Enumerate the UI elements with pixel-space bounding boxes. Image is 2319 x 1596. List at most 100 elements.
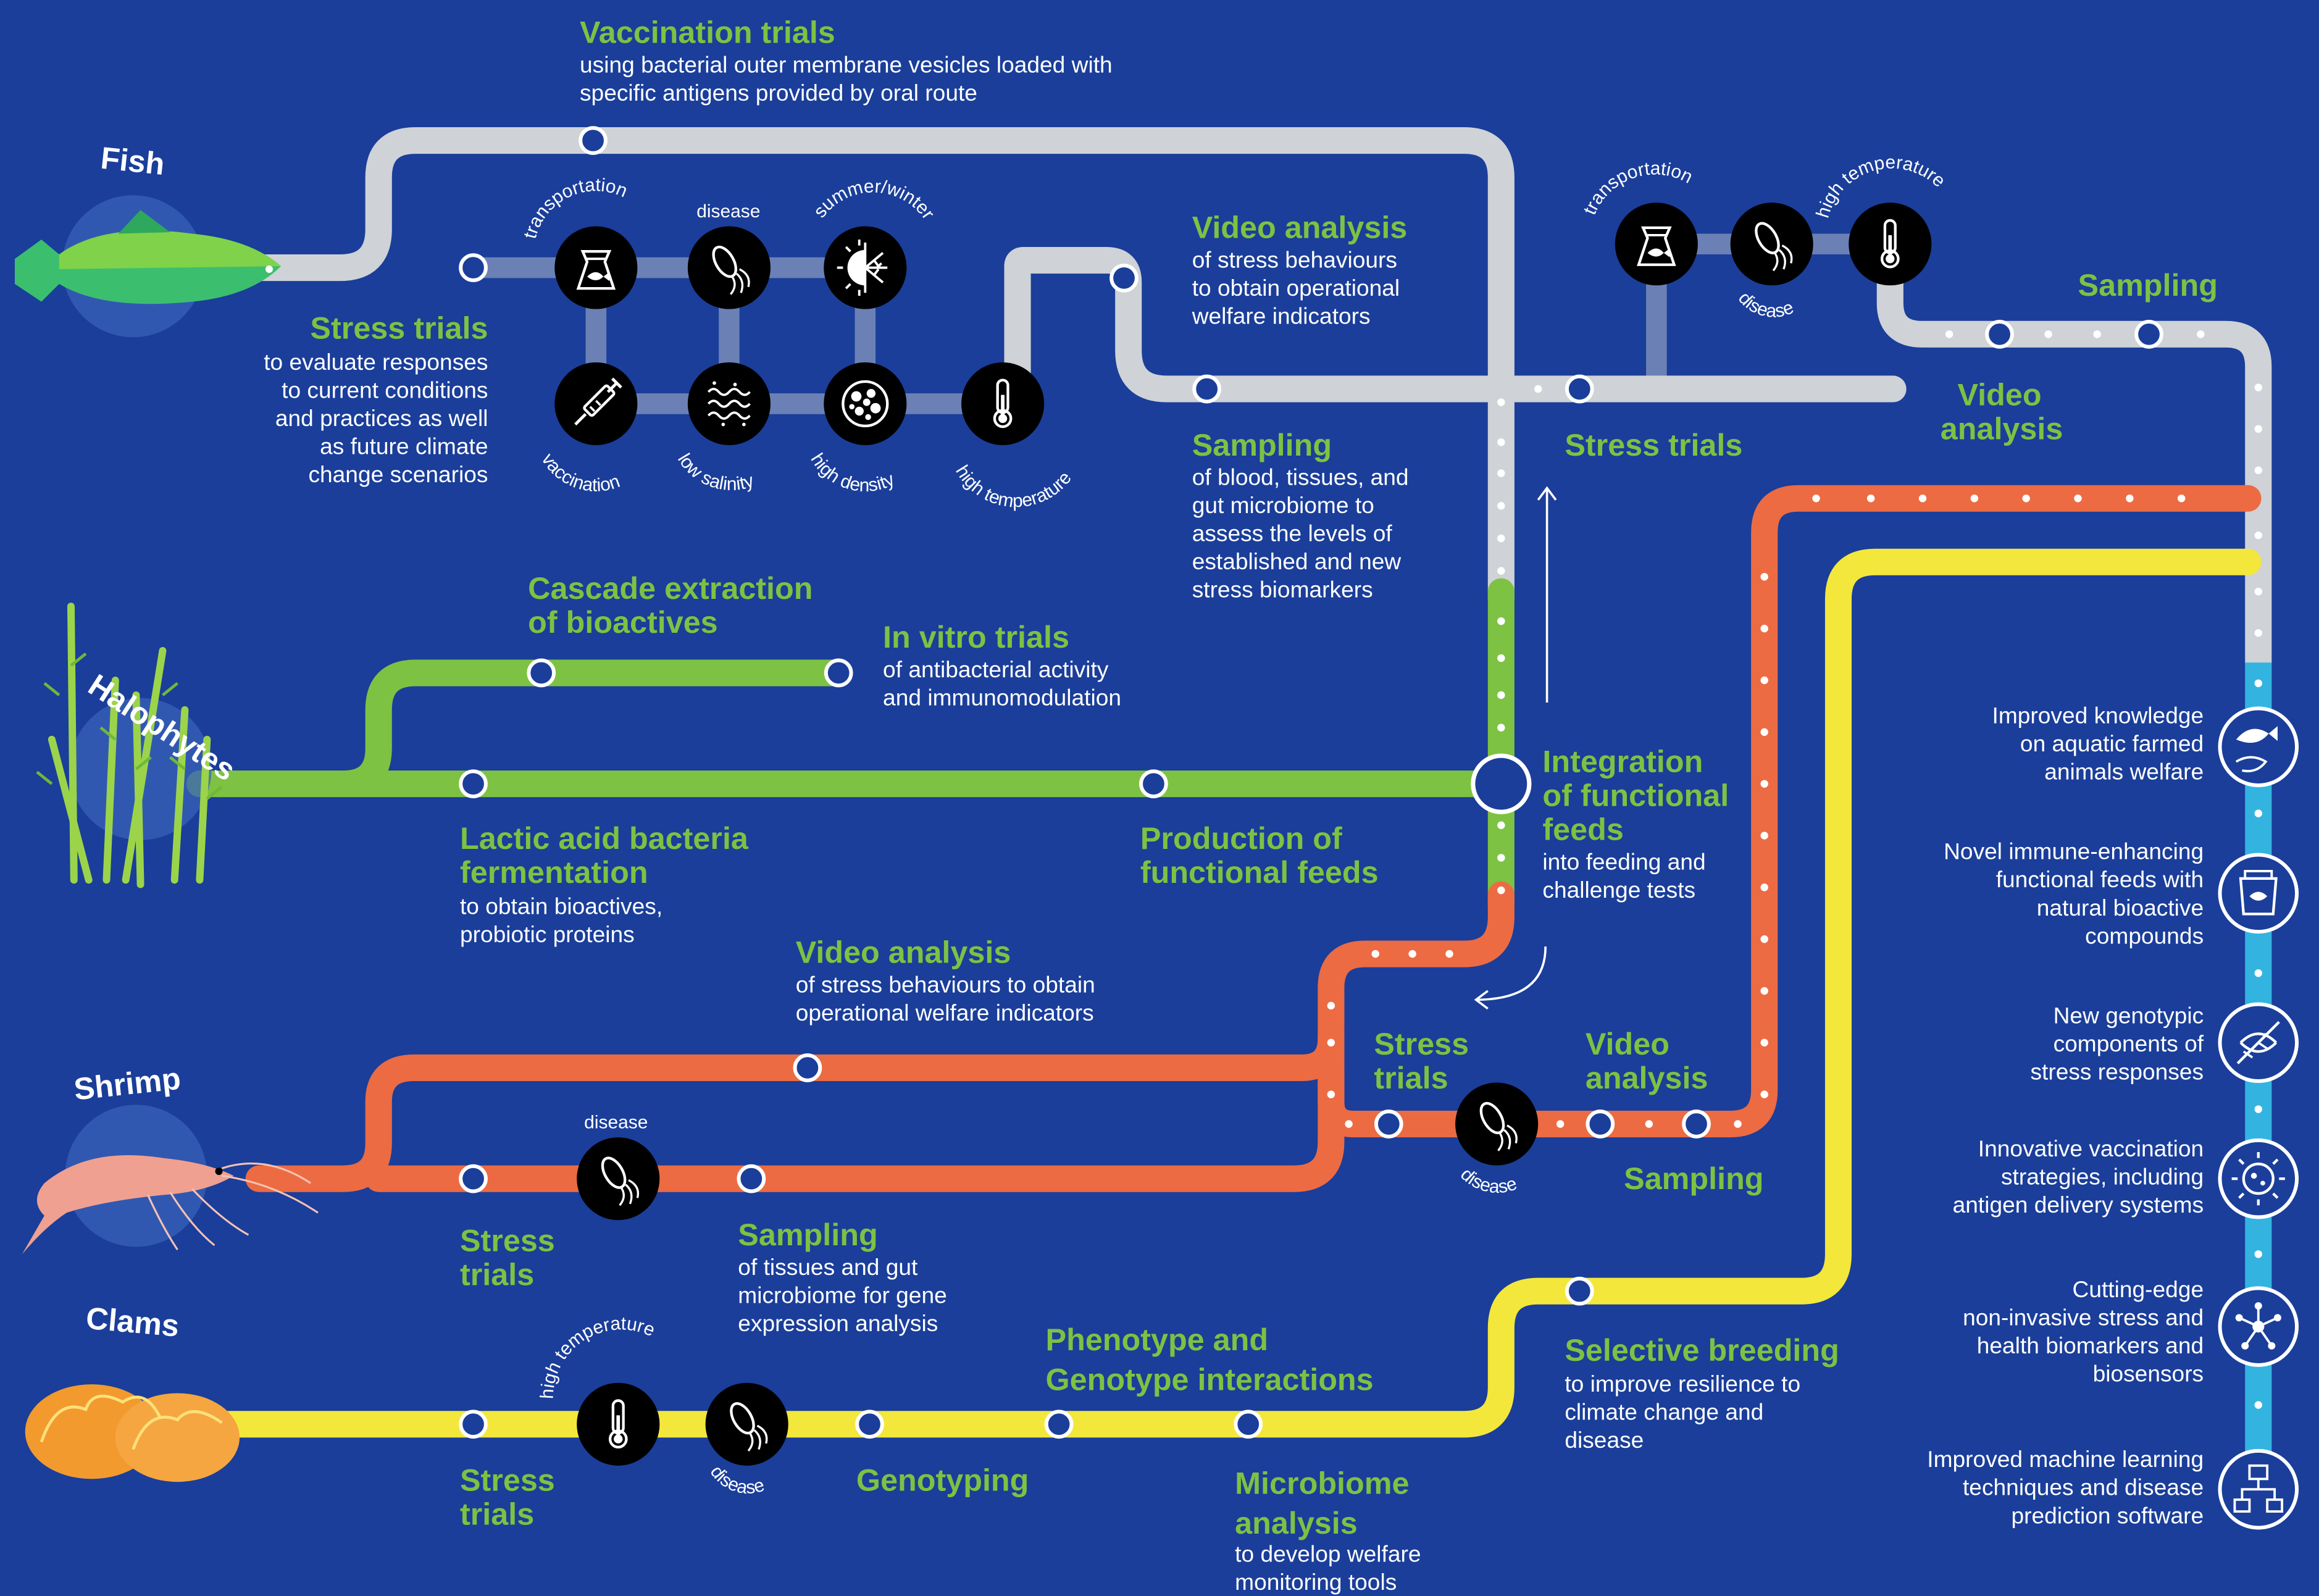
outcome-line: on aquatic farmed: [2020, 732, 2204, 758]
fish-sampling-desc: of blood, tissues, and gut microbiome to…: [1192, 464, 1409, 605]
desc-line: of blood, tissues, and: [1192, 466, 1409, 491]
clams-illustration: [25, 1384, 240, 1482]
fish-video-desc: of stress behaviours to obtain operation…: [1192, 247, 1400, 332]
desc-line: specific antigens provided by oral route: [579, 81, 977, 107]
disease-icon: [705, 1382, 788, 1466]
outcome-line: Innovative vaccination: [1978, 1137, 2204, 1163]
shrimp-illustration: [22, 1105, 319, 1255]
desc-line: established and new: [1192, 550, 1402, 575]
desc-line: to evaluate responses: [264, 350, 488, 376]
title-line: Integration: [1542, 745, 1703, 780]
stations: [459, 126, 2163, 1439]
outcome-line: non-invasive stress and: [1963, 1306, 2204, 1331]
high-temperature-icon: [1849, 203, 1932, 286]
desc-line: climate change and: [1565, 1400, 1764, 1426]
disease-icon: [687, 226, 771, 309]
desc-line: as future climate: [320, 435, 488, 460]
high-temperature-icon: [577, 1382, 660, 1466]
outcome-line: health biomarkers and: [1976, 1334, 2204, 1360]
title-line: of bioactives: [528, 606, 718, 641]
production-title: Production of functional feeds: [1140, 822, 1379, 890]
svg-text:disease: disease: [1734, 288, 1797, 322]
desc-line: and practices as well: [275, 406, 488, 432]
title-line: fermentation: [459, 856, 648, 891]
shrimp-sampling-desc: of tissues and gut microbiome for gene e…: [738, 1254, 946, 1339]
fish-vaccination-title: Vaccination trials: [579, 16, 835, 51]
fish-vaccination-desc: using bacterial outer membrane vesicles …: [580, 52, 1113, 108]
label-disease-3: disease: [584, 1113, 648, 1133]
vaccination-icon: [554, 362, 638, 446]
fish-illustration: [14, 195, 282, 338]
virus-icon: [2218, 1138, 2299, 1219]
high-density-icon: [824, 362, 907, 446]
title-line: analysis: [1940, 412, 2063, 447]
svg-text:summer/winter: summer/winter: [809, 176, 938, 223]
label-high-density: high density: [806, 450, 897, 496]
svg-text:disease: disease: [1456, 1164, 1519, 1197]
label-vaccination: vaccination: [538, 450, 623, 496]
shrimp-stress-title: Stress trials: [460, 1224, 555, 1292]
feed-bag-icon: [2218, 853, 2299, 934]
fish-stress2-title: Stress trials: [1565, 428, 1743, 463]
halophyte-line: [186, 578, 1515, 919]
desc-line: of antibacterial activity: [883, 658, 1109, 683]
microbiome-title: Microbiome analysis: [1235, 1464, 1409, 1544]
invitro-desc: of antibacterial activity and immunomodu…: [883, 657, 1121, 713]
outcome-line: compounds: [2085, 924, 2204, 950]
biomarker-icon: [2218, 1286, 2299, 1367]
desc-line: assess the levels of: [1192, 522, 1392, 548]
svg-text:high density: high density: [806, 450, 897, 496]
desc-line: disease: [1565, 1428, 1644, 1454]
desc-line: to improve resilience to: [1565, 1372, 1801, 1398]
svg-text:low salinity: low salinity: [674, 450, 756, 495]
high-temperature-icon: [961, 362, 1045, 446]
title-line: Genotype interactions: [1045, 1363, 1374, 1398]
fish-stress-desc: to evaluate responses to current conditi…: [148, 349, 488, 490]
integration-desc: into feeding and challenge tests: [1542, 849, 1705, 905]
invitro-title: In vitro trials: [883, 621, 1069, 656]
fish-stress-title: Stress trials: [310, 312, 488, 346]
title-line: Cascade extraction: [528, 572, 813, 607]
desc-line: challenge tests: [1542, 878, 1696, 904]
outcome-line: biosensors: [2092, 1362, 2204, 1387]
title-line: Production of: [1140, 822, 1342, 856]
label-high-temperature: high temperature: [951, 462, 1076, 512]
line-dots: [1327, 330, 2263, 1409]
svg-text:disease: disease: [706, 1462, 767, 1498]
title-line: Stress: [459, 1224, 555, 1259]
disease-icon: [1730, 203, 1813, 286]
title-line: Lactic acid bacteria: [459, 822, 748, 856]
desc-line: using bacterial outer membrane vesicles …: [579, 53, 1113, 78]
genotyping-title: Genotyping: [856, 1464, 1029, 1498]
disease-icon: [1455, 1082, 1539, 1166]
breeding-desc: to improve resilience to climate change …: [1565, 1371, 1800, 1456]
desc-line: change scenarios: [308, 462, 488, 488]
label-disease: disease: [696, 201, 760, 222]
shrimp-line: [245, 485, 2262, 1192]
microbiome-desc: to develop welfare monitoring tools: [1235, 1541, 1421, 1595]
label-low-salinity: low salinity: [674, 450, 756, 495]
desc-line: gut microbiome to: [1192, 494, 1374, 519]
integration-hub: [1471, 753, 1532, 814]
outcome-line: New genotypic: [2053, 1004, 2204, 1030]
shrimp-video-title: Video analysis: [795, 936, 1011, 971]
outcome-line: natural bioactive: [2036, 896, 2204, 922]
desc-line: to develop welfare: [1235, 1542, 1421, 1568]
title-line: of functional: [1542, 779, 1729, 814]
svg-text:high temperature: high temperature: [537, 1313, 658, 1399]
flowchart-icon: [2218, 1448, 2299, 1530]
integration-title: Integration of functional feeds: [1542, 745, 1729, 847]
shrimp-video-desc: of stress behaviours to obtain operation…: [796, 972, 1095, 1028]
desc-line: into feeding and: [1542, 850, 1706, 876]
phenotype-title: Phenotype and Genotype interactions: [1046, 1321, 1374, 1400]
low-salinity-icon: [687, 362, 771, 446]
outcome-genotypic-components: New genotypic components of stress respo…: [1863, 1003, 2204, 1087]
outcome-line: components of: [2053, 1032, 2204, 1058]
outcome-line: prediction software: [2011, 1504, 2204, 1529]
shrimp-sampling-title: Sampling: [738, 1218, 878, 1253]
desc-line: welfare indicators: [1192, 304, 1371, 330]
shrimp-video2-title: Video analysis: [1586, 1028, 1708, 1096]
outcome-line: techniques and disease: [1962, 1476, 2204, 1502]
title-line: analysis: [1585, 1061, 1708, 1096]
title-line: Phenotype and: [1045, 1323, 1269, 1358]
